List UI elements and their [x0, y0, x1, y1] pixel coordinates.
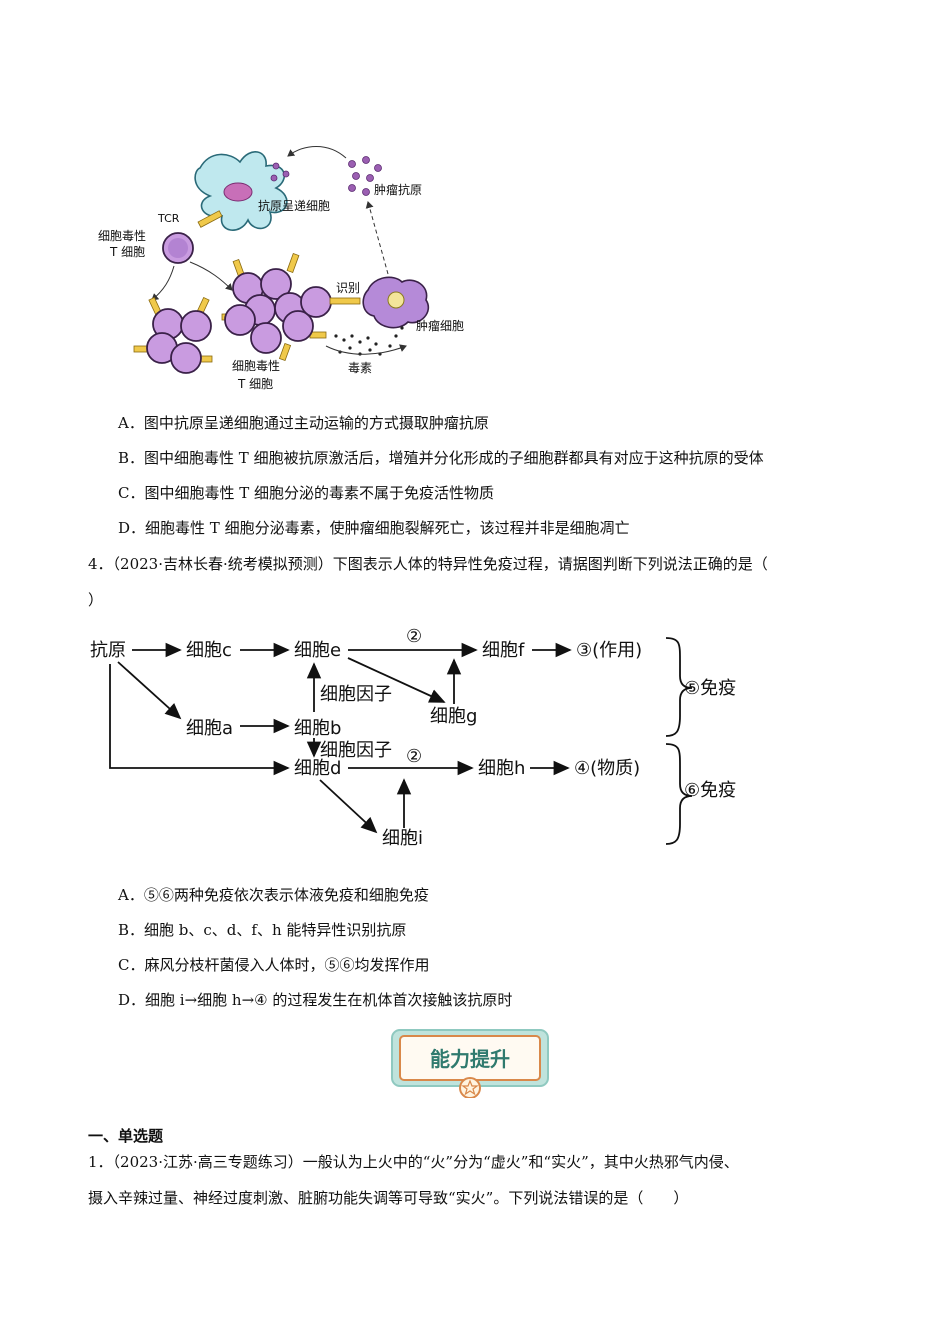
badge-label: 能力提升: [430, 1047, 510, 1071]
label-circle2-top: ②: [406, 626, 422, 647]
tumor-nucleus: [387, 291, 405, 309]
tcr-label: TCR: [157, 212, 180, 225]
ctl-cluster-right: [221, 253, 332, 362]
q3-option-a: A．图中抗原呈递细胞通过主动运输的方式摄取肿瘤抗原: [118, 414, 489, 432]
node-cell-g: 细胞g: [430, 706, 477, 727]
tumor-antigen-label: 肿瘤抗原: [374, 182, 422, 197]
q1-stem-line1: 1．（2023·江苏·高三专题练习）一般认为上火中的“火”分为“虚火”和“实火”…: [88, 1153, 739, 1171]
node-cell-a: 细胞a: [186, 718, 233, 739]
q3-option-b: B．图中细胞毒性 T 细胞被抗原激活后，增殖并分化形成的子细胞群都具有对应于这种…: [118, 449, 764, 467]
q4-option-d: D．细胞 i→细胞 h→④ 的过程发生在机体首次接触该抗原时: [118, 991, 513, 1009]
ctl-bottom-label-1: 细胞毒性: [232, 359, 280, 373]
node-antigen: 抗原: [90, 640, 126, 661]
node-out3: ③(作用): [576, 640, 642, 661]
node-cell-h: 细胞h: [478, 758, 525, 779]
q4-stem-line1: 4．（2023·吉林长春·统考模拟预测）下图表示人体的特异性免疫过程，请据图判断…: [88, 555, 768, 573]
label-circle2-bottom: ②: [406, 746, 422, 767]
badge-star-circle: [459, 1077, 481, 1098]
tcr-receptor: [197, 210, 223, 228]
ctl-cluster-left: [133, 296, 213, 374]
specific-immunity-flowchart: 抗原 细胞c 细胞e 细胞f ③(作用) 细胞a 细胞b 细胞g 细胞因子 细胞…: [90, 626, 736, 849]
label-cytokine-1: 细胞因子: [320, 684, 392, 705]
q3-option-d: D．细胞毒性 T 细胞分泌毒素，使肿瘤细胞裂解死亡，该过程并非是细胞凋亡: [118, 519, 630, 537]
q1-stem-line2: 摄入辛辣过量、神经过度刺激、脏腑功能失调等可导致“实火”。下列说法错误的是（ ）: [88, 1189, 689, 1207]
node-out4: ④(物质): [574, 758, 640, 779]
ability-improvement-badge: 能力提升: [391, 1029, 549, 1098]
node-cell-f: 细胞f: [482, 640, 525, 661]
ctl-bottom-label-2: T 细胞: [237, 377, 273, 391]
tumor-antigen-release-arrow: [365, 201, 389, 275]
q4-option-a: A．⑤⑥两种免疫依次表示体液免疫和细胞免疫: [118, 886, 429, 904]
node-cell-c: 细胞c: [186, 640, 232, 661]
section-title: 一、单选题: [88, 1127, 164, 1145]
ctl-top-label-2: T 细胞: [109, 245, 145, 259]
label-cytokine-2: 细胞因子: [320, 740, 392, 761]
apc-nucleus: [223, 182, 253, 202]
node-cell-i: 细胞i: [382, 828, 423, 849]
ctl-top-label-1: 细胞毒性: [98, 229, 146, 243]
recognize-label: 识别: [336, 281, 360, 295]
star-icon: [461, 1079, 479, 1096]
apc-label: 抗原呈递细胞: [258, 198, 330, 213]
node-cell-b: 细胞b: [294, 718, 341, 739]
toxin-dots: [334, 326, 404, 356]
toxin-label: 毒素: [348, 361, 372, 375]
tumor-immunity-figure: 抗原呈递细胞 肿瘤抗原 TCR 细胞毒性 T 细胞 识别: [98, 146, 464, 391]
q3-option-c: C．图中细胞毒性 T 细胞分泌的毒素不属于免疫活性物质: [118, 484, 495, 502]
q4-stem-line2: ）: [88, 591, 104, 609]
antigen-uptake-arrow: [287, 146, 347, 159]
tumor-antigen-dots: [270, 156, 382, 196]
node-cell-e: 细胞e: [294, 640, 341, 661]
label-imm6: ⑥免疫: [684, 780, 736, 801]
q4-option-c: C．麻风分枝杆菌侵入人体时，⑤⑥均发挥作用: [118, 956, 430, 974]
tumor-cell-label: 肿瘤细胞: [416, 318, 464, 333]
label-imm5: ⑤免疫: [684, 678, 736, 699]
node-cell-d: 细胞d: [294, 758, 341, 779]
q4-option-b: B．细胞 b、c、d、f、h 能特异性识别抗原: [118, 921, 407, 939]
